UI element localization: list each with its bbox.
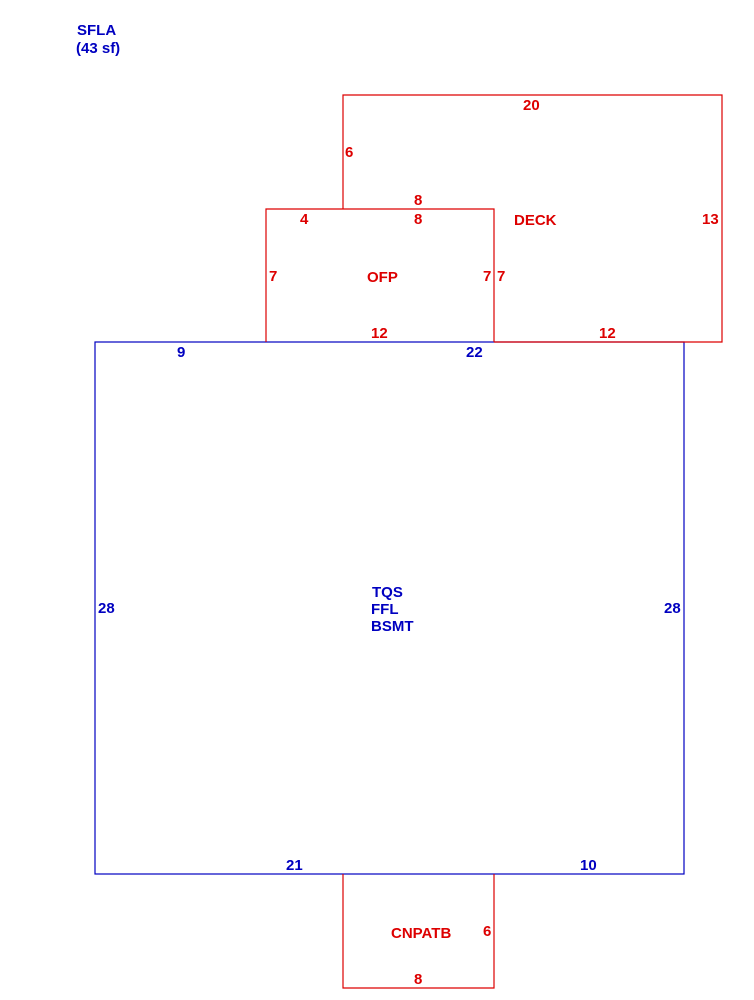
cnpatb-dim-bottom: 8 — [414, 971, 422, 988]
cnpatb-outline — [342, 874, 495, 989]
ofp-dim-right: 7 — [483, 268, 491, 285]
main-label-bsmt: BSMT — [371, 618, 414, 635]
main-dim-bottom-left: 21 — [286, 857, 303, 874]
ofp-dim-bottom: 12 — [371, 325, 388, 342]
cnpatb-label: CNPATB — [391, 925, 451, 942]
deck-dim-bottom: 12 — [599, 325, 616, 342]
sfla-area-value: (43 sf) — [76, 40, 120, 57]
main-dim-top-left: 9 — [177, 344, 185, 361]
deck-label: DECK — [514, 212, 557, 229]
ofp-label: OFP — [367, 269, 398, 286]
deck-dim-inner-top: 8 — [414, 192, 422, 209]
main-label-tqs: TQS — [372, 584, 403, 601]
ofp-dim-top-b: 8 — [414, 211, 422, 228]
main-dim-right: 28 — [664, 600, 681, 617]
ofp-outline — [265, 208, 495, 342]
main-dim-left: 28 — [98, 600, 115, 617]
deck-dim-inner-left: 7 — [497, 268, 505, 285]
main-dim-bottom-right: 10 — [580, 857, 597, 874]
main-house-outline — [94, 341, 685, 875]
ofp-dim-top-a: 4 — [300, 211, 309, 228]
ofp-dim-left: 7 — [269, 268, 277, 285]
deck-dim-left: 6 — [345, 144, 353, 161]
sfla-label: SFLA — [77, 22, 116, 39]
main-dim-top-right: 22 — [466, 344, 483, 361]
deck-outline — [342, 94, 723, 343]
deck-dim-right: 13 — [702, 211, 719, 228]
main-label-ffl: FFL — [371, 601, 399, 618]
cnpatb-dim-right: 6 — [483, 923, 491, 940]
deck-dim-top: 20 — [523, 97, 540, 114]
